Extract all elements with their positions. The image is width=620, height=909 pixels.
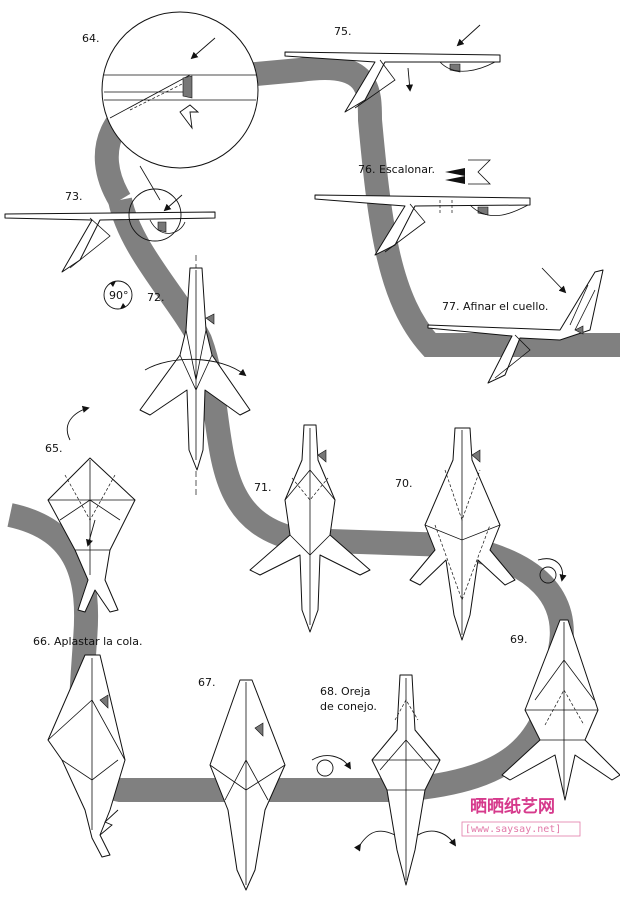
label-rotate-90: 90° (109, 289, 129, 302)
step-labels: 64. 75. 76. Escalonar. 73. 90° 72. 77. A… (33, 25, 548, 713)
label-step-71: 71. (254, 481, 272, 494)
label-step-66: 66. Aplastar la cola. (33, 635, 142, 648)
label-step-67: 67. (198, 676, 216, 689)
step-64-zoom (101, 11, 259, 201)
watermark-url: [www.saysay.net] (465, 824, 561, 835)
step-76-figure (314, 159, 531, 256)
label-step-70: 70. (395, 477, 413, 490)
label-step-73: 73. (65, 190, 83, 203)
label-step-75: 75. (334, 25, 352, 38)
label-step-68-line2: de conejo. (320, 700, 377, 713)
label-step-65: 65. (45, 442, 63, 455)
step-65-figure (47, 405, 136, 613)
step-69-figure (501, 619, 620, 801)
watermark-site-name: 晒晒纸艺网 (470, 796, 555, 817)
step-67-figure (209, 679, 286, 891)
step-73-figure (4, 188, 216, 273)
step-66-figure (47, 654, 126, 858)
step-70-figure (409, 427, 567, 641)
label-step-64: 64. (82, 32, 100, 45)
label-step-77: 77. Afinar el cuello. (442, 300, 548, 313)
step-68-figure (311, 674, 456, 886)
step-75-figure (284, 24, 501, 113)
label-step-68-line1: 68. Oreja (320, 685, 371, 698)
step-77-figure (427, 267, 604, 384)
label-step-76: 76. Escalonar. (358, 163, 435, 176)
label-step-72: 72. (147, 291, 165, 304)
watermark: 晒晒纸艺网 [www.saysay.net] (461, 796, 581, 837)
step-72-figure (103, 255, 251, 495)
step-71-figure (249, 424, 371, 633)
label-step-69: 69. (510, 633, 528, 646)
